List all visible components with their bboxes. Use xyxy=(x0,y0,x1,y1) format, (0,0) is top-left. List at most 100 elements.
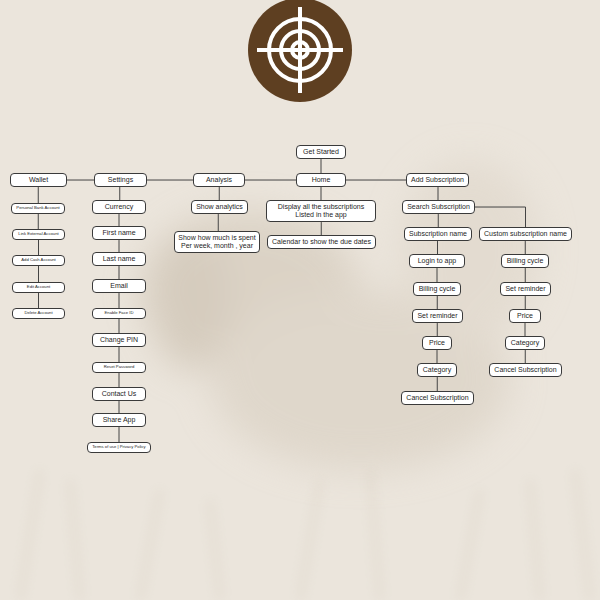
box-label: Subscription name xyxy=(409,230,467,238)
process-box: Edit Account xyxy=(12,282,65,293)
connector-line xyxy=(119,214,120,226)
connector-line xyxy=(437,323,438,336)
box-label: Wallet xyxy=(29,176,48,184)
logo-circle xyxy=(248,0,352,102)
process-box: Last name xyxy=(92,252,146,266)
box-label: Custom subscription name xyxy=(484,230,567,238)
box-label: Show how much is spent Per week, month ,… xyxy=(178,234,256,250)
box-label: Price xyxy=(429,339,445,347)
connector-line xyxy=(437,241,438,254)
box-label: Set reminder xyxy=(505,285,545,293)
process-box: Get Started xyxy=(296,145,346,159)
process-box: Home xyxy=(296,173,346,187)
box-label: Share App xyxy=(103,416,136,424)
box-label: Edit Account xyxy=(27,285,50,290)
process-box: Category xyxy=(505,336,545,350)
connector-line xyxy=(147,180,193,181)
box-label: Email xyxy=(110,282,128,290)
process-box: Custom subscription name xyxy=(479,227,572,241)
process-box: Personal Bank Account xyxy=(11,203,65,214)
process-box: Delete Account xyxy=(12,308,65,319)
connector-line xyxy=(119,401,120,413)
process-box: Show how much is spent Per week, month ,… xyxy=(174,231,260,253)
connector-line xyxy=(67,180,94,181)
connector-line xyxy=(525,268,526,282)
process-box: Billing cycle xyxy=(501,254,549,268)
connector-line xyxy=(218,214,219,231)
box-label: Analysis xyxy=(206,176,232,184)
connector-line xyxy=(321,159,322,173)
connector-line xyxy=(119,266,120,279)
box-label: Set reminder xyxy=(417,312,457,320)
connector-line xyxy=(525,296,526,309)
box-label: Terms of use | Privacy Policy xyxy=(92,445,145,450)
process-box: Change PIN xyxy=(92,333,146,347)
connector-line xyxy=(219,187,220,200)
process-box: Price xyxy=(422,336,452,350)
process-box: Link External Account xyxy=(12,229,65,240)
box-label: Delete Account xyxy=(24,311,52,316)
connector-line xyxy=(437,377,438,391)
process-box: Share App xyxy=(92,413,146,427)
process-box: Email xyxy=(92,279,146,293)
box-label: Search Subscription xyxy=(407,203,470,211)
box-label: Category xyxy=(423,366,451,374)
process-box: Show analytics xyxy=(191,200,248,214)
box-label: Settings xyxy=(108,176,133,184)
box-label: Add Subscription xyxy=(411,176,464,184)
box-label: Calendar to show the due dates xyxy=(272,238,371,246)
process-box: Billing cycle xyxy=(413,282,461,296)
connector-line xyxy=(38,214,39,229)
process-box: Set reminder xyxy=(412,309,463,323)
box-label: Price xyxy=(517,312,533,320)
connector-line xyxy=(437,296,438,309)
process-box: Add Cash Account xyxy=(12,255,65,266)
box-label: Home xyxy=(312,176,331,184)
dog-silhouette xyxy=(140,160,540,470)
box-label: Contact Us xyxy=(102,390,137,398)
connector-line xyxy=(119,373,120,387)
connector-line xyxy=(475,207,526,227)
box-label: Reset Password xyxy=(104,365,135,370)
process-box: Contact Us xyxy=(92,387,146,401)
process-box: Add Subscription xyxy=(406,173,469,187)
process-box: Cancel Subscription xyxy=(401,391,474,405)
process-box: Reset Password xyxy=(92,362,146,373)
box-label: Cancel Subscription xyxy=(494,366,556,374)
connector-line xyxy=(438,187,439,200)
process-box: Calendar to show the due dates xyxy=(267,235,376,249)
process-box: Analysis xyxy=(193,173,245,187)
connector-line xyxy=(525,323,526,336)
connector-line xyxy=(437,350,438,363)
connector-line xyxy=(437,268,438,282)
process-box: Currency xyxy=(92,200,146,214)
process-box: Terms of use | Privacy Policy xyxy=(87,442,151,453)
connector-line xyxy=(119,187,120,200)
connector-line xyxy=(346,180,406,181)
target-logo xyxy=(248,0,352,102)
box-label: Show analytics xyxy=(196,203,243,211)
box-label: Add Cash Account xyxy=(21,258,55,263)
connector-line xyxy=(119,293,120,308)
connector-line xyxy=(38,187,39,203)
box-label: Category xyxy=(511,339,539,347)
box-label: Personal Bank Account xyxy=(16,206,59,211)
connector-line xyxy=(525,241,526,254)
connector-line xyxy=(321,222,322,235)
box-label: Cancel Subscription xyxy=(406,394,468,402)
process-box: Price xyxy=(509,309,541,323)
connector-line xyxy=(438,214,439,227)
box-label: Change PIN xyxy=(100,336,138,344)
process-box: Subscription name xyxy=(404,227,472,241)
grass-blades xyxy=(20,470,590,600)
connector-line xyxy=(119,240,120,252)
box-label: Display all the subscriptions Listed in … xyxy=(270,203,372,219)
connector-line xyxy=(38,293,39,308)
process-box: Search Subscription xyxy=(402,200,475,214)
process-box: Cancel Subscription xyxy=(489,363,562,377)
